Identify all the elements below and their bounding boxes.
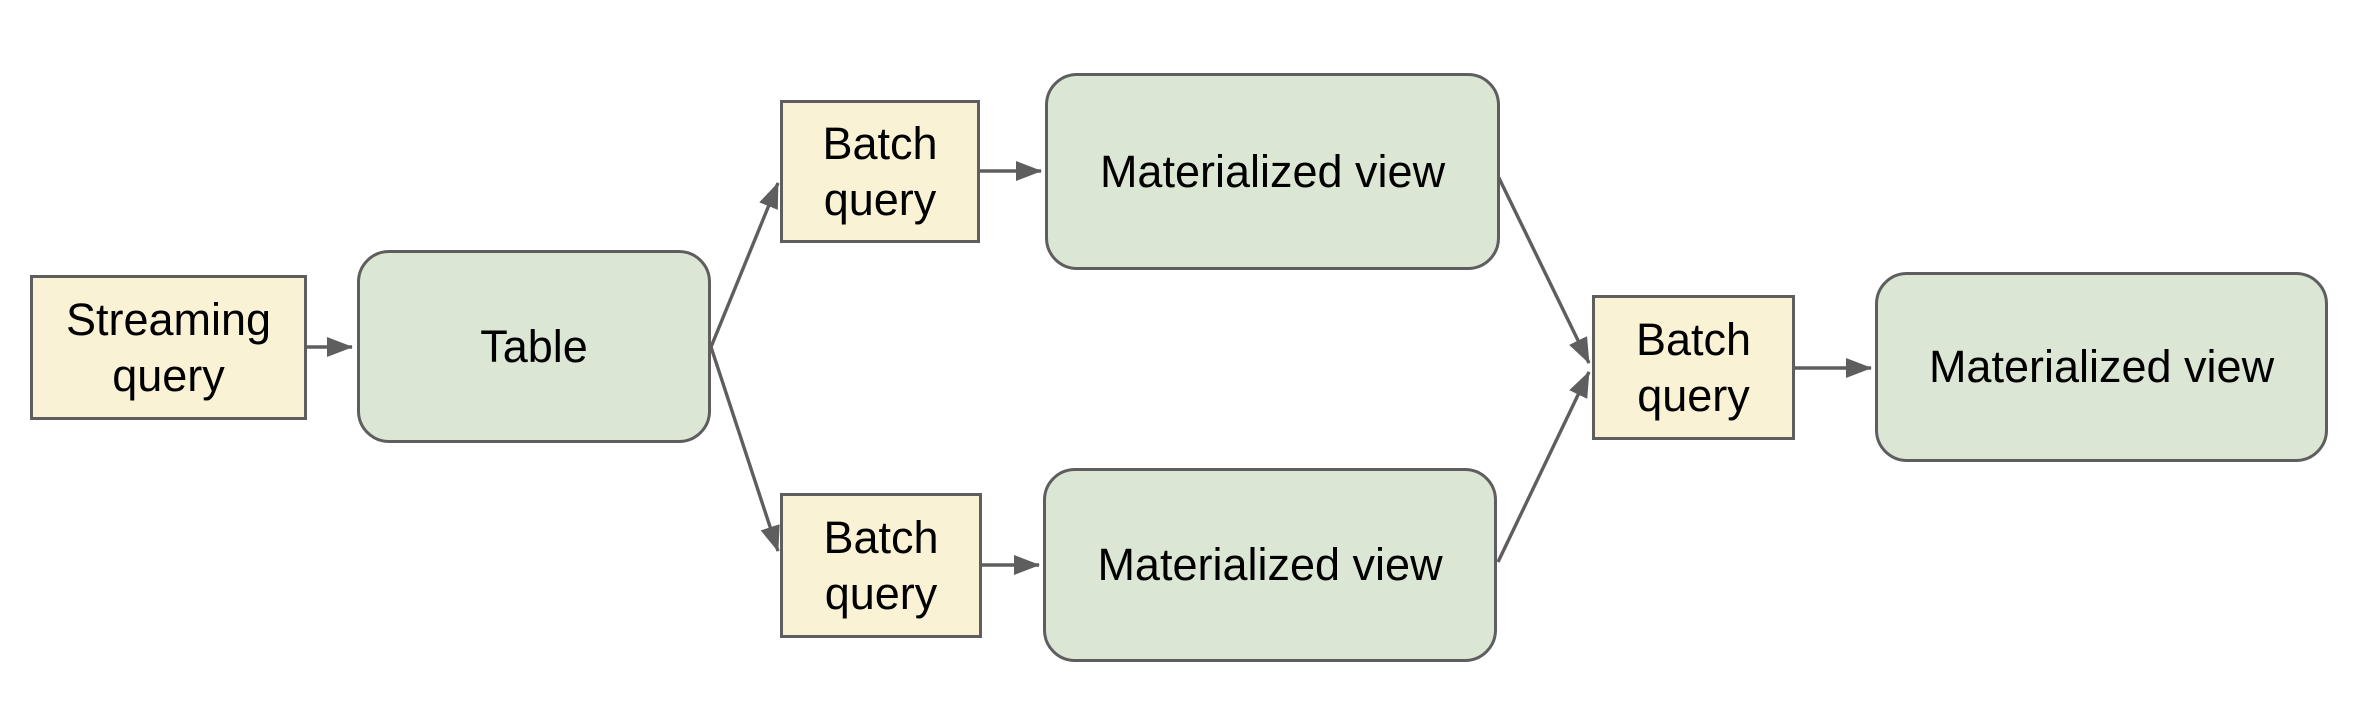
edge-table-to-batch-top <box>709 182 780 348</box>
node-batch-query-final-label: Batch query <box>1635 313 1752 421</box>
node-batch-query-final: Batch query <box>1592 295 1795 440</box>
node-batch-query-bottom: Batch query <box>780 493 982 638</box>
node-materialized-view-final-label: Materialized view <box>1928 341 2275 393</box>
node-batch-query-top-label: Batch query <box>822 117 938 225</box>
node-materialized-view-top: Materialized view <box>1045 73 1500 270</box>
node-materialized-view-bottom-label: Materialized view <box>1097 539 1443 591</box>
node-streaming-query: Streaming query <box>30 275 307 420</box>
node-batch-query-bottom-label: Batch query <box>823 511 939 619</box>
node-materialized-view-bottom: Materialized view <box>1043 468 1497 662</box>
edge-mv-top-to-batch-final <box>1496 175 1591 364</box>
edge-mv-bottom-to-batch-final <box>1496 371 1591 563</box>
node-streaming-query-label: Streaming query <box>65 293 272 401</box>
node-table-label: Table <box>480 320 588 372</box>
edge-table-to-batch-bottom <box>709 346 780 552</box>
node-materialized-view-top-label: Materialized view <box>1099 145 1446 197</box>
node-table: Table <box>357 250 711 443</box>
node-batch-query-top: Batch query <box>780 100 980 243</box>
node-materialized-view-final: Materialized view <box>1875 272 2328 462</box>
